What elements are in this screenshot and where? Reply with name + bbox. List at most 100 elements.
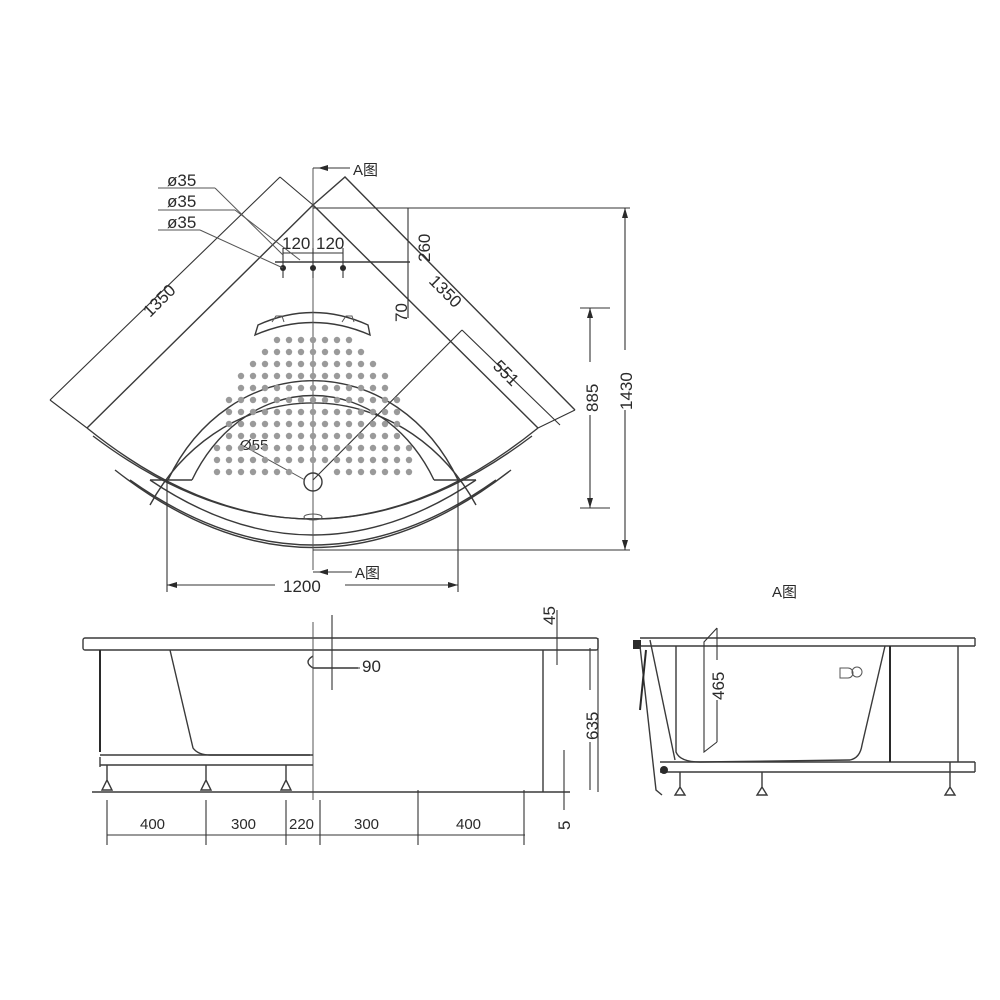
jet-dot: [285, 348, 293, 356]
jet-dot: [381, 384, 389, 392]
jet-dot: [261, 384, 269, 392]
jet-dot: [309, 456, 317, 464]
jet-dot: [333, 444, 341, 452]
jet-dot: [261, 396, 269, 404]
drain: [303, 472, 323, 492]
dim-line-right-1350: [312, 176, 576, 411]
hole-diameter-label: ø35: [167, 171, 196, 190]
jet-dot: [285, 360, 293, 368]
jet-dot: [321, 384, 329, 392]
jet-dot: [261, 408, 269, 416]
dim-feet-spacing: 400: [456, 816, 481, 833]
jet-icon: [341, 315, 355, 323]
jet-dot: [273, 336, 281, 344]
jet-dot: [357, 360, 365, 368]
jet-dot: [285, 336, 293, 344]
jet-dot: [261, 456, 269, 464]
jet-dot: [237, 372, 245, 380]
jet-dot: [345, 348, 353, 356]
jet-dot: [333, 396, 341, 404]
jet-dot: [273, 372, 281, 380]
jet-dot: [333, 432, 341, 440]
dim-foot-clearance: 5: [555, 821, 574, 830]
jet-dot: [393, 396, 401, 404]
jet-dot: [321, 372, 329, 380]
jet-dot: [285, 408, 293, 416]
jet-dot: [273, 408, 281, 416]
jet-dot: [261, 420, 269, 428]
jet-dot: [297, 432, 305, 440]
section-marker-top: A图: [353, 162, 378, 179]
jet-dot: [345, 444, 353, 452]
jet-dot: [213, 444, 221, 452]
jet-dot: [345, 420, 353, 428]
jet-dot: [357, 384, 365, 392]
jet-dot: [297, 408, 305, 416]
jet-dot: [333, 456, 341, 464]
jet-dot: [285, 420, 293, 428]
jet-dot: [237, 396, 245, 404]
jet-dot: [333, 468, 341, 476]
jet-dot: [393, 444, 401, 452]
jet-dot: [297, 372, 305, 380]
jet-dot: [237, 384, 245, 392]
dim-inner-depth: 885: [583, 384, 602, 412]
jet-dot: [249, 396, 257, 404]
jet-dot: [249, 408, 257, 416]
dim-feet-spacing: 400: [140, 816, 165, 833]
jet-dot: [249, 468, 257, 476]
jet-dot: [213, 468, 221, 476]
jet-dot: [357, 396, 365, 404]
jet-dot: [333, 348, 341, 356]
plan-view: A图 A图 120 120 ø35 ø35 ø35 260 70: [49, 162, 636, 596]
jet-dot: [261, 468, 269, 476]
jet-dot: [321, 348, 329, 356]
jet-dot: [309, 384, 317, 392]
jet-dot: [309, 372, 317, 380]
jet-dot: [345, 396, 353, 404]
jet-dot: [285, 372, 293, 380]
jet-dot: [369, 468, 377, 476]
dim-rim-offset: 70: [392, 303, 411, 322]
jet-dot: [261, 372, 269, 380]
jet-dot: [393, 456, 401, 464]
jet-dot: [285, 384, 293, 392]
jet-dot: [273, 432, 281, 440]
jet-dot: [381, 432, 389, 440]
jet-dot: [273, 420, 281, 428]
jet-dot: [333, 372, 341, 380]
jet-dot: [405, 456, 413, 464]
jet-dot: [357, 348, 365, 356]
jet-dot: [273, 360, 281, 368]
faucet-icon: [839, 667, 854, 679]
dim-overall-depth: 1430: [617, 372, 636, 410]
jet-dot: [285, 396, 293, 404]
jet-dot: [357, 456, 365, 464]
front-rim: [82, 637, 599, 651]
jet-dot: [345, 468, 353, 476]
jet-dot: [309, 360, 317, 368]
jet-dot: [285, 456, 293, 464]
jet-dot: [249, 372, 257, 380]
jet-dot: [309, 444, 317, 452]
dim-rim-thickness: 45: [540, 606, 559, 625]
jet-dot: [237, 432, 245, 440]
dim-total-height: 635: [583, 712, 602, 740]
dim-side-right: 1350: [425, 271, 465, 311]
jet-dot: [321, 432, 329, 440]
jet-dot: [273, 348, 281, 356]
jet-dot: [309, 396, 317, 404]
faucet-hole: [310, 265, 316, 271]
jet-dot: [297, 360, 305, 368]
dim-overflow-height: 90: [362, 657, 381, 676]
jet-dot: [297, 336, 305, 344]
hole-diameter-label: ø35: [167, 192, 196, 211]
section-marker-bottom: A图: [355, 565, 380, 582]
dim-top-offset: 260: [415, 234, 434, 262]
jet-dot: [249, 420, 257, 428]
jet-dot: [345, 372, 353, 380]
jet-dot: [225, 432, 233, 440]
jet-dot: [345, 432, 353, 440]
jet-dot: [297, 384, 305, 392]
